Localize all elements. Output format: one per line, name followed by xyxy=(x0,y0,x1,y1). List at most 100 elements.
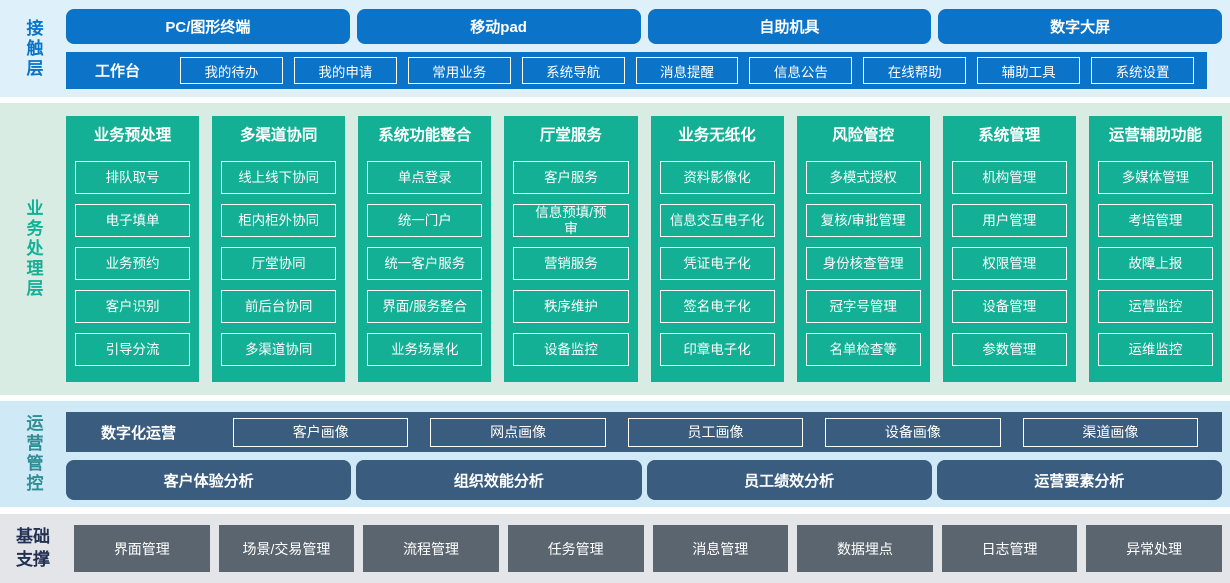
analysis-button-ops-elements[interactable]: 运营要素分析 xyxy=(936,460,1222,500)
module-item[interactable]: 机构管理 xyxy=(951,161,1067,194)
module-item[interactable]: 前后台协同 xyxy=(221,290,337,323)
foundation-item-log-mgmt[interactable]: 日志管理 xyxy=(941,525,1078,572)
module-item[interactable]: 运维监控 xyxy=(1097,333,1213,366)
module-item[interactable]: 用户管理 xyxy=(951,204,1067,237)
contact-layer-band: 接触层 PC/图形终端 移动pad 自助机具 数字大屏 工作台 我的待办 我的申… xyxy=(0,0,1230,97)
module-item[interactable]: 印章电子化 xyxy=(659,333,775,366)
module-item[interactable]: 界面/服务整合 xyxy=(367,290,483,323)
workbench-item-notifications[interactable]: 消息提醒 xyxy=(635,57,739,84)
analysis-button-org-efficiency[interactable]: 组织效能分析 xyxy=(356,460,642,500)
profile-button-branch[interactable]: 网点画像 xyxy=(430,417,606,447)
module-item[interactable]: 签名电子化 xyxy=(659,290,775,323)
foundation-item-scene-transaction-mgmt[interactable]: 场景/交易管理 xyxy=(218,525,355,572)
foundation-item-data-tracking[interactable]: 数据埋点 xyxy=(797,525,933,572)
analysis-row: 客户体验分析 组织效能分析 员工绩效分析 运营要素分析 xyxy=(66,460,1222,500)
workbench-item-tools[interactable]: 辅助工具 xyxy=(977,57,1081,84)
module-item[interactable]: 电子填单 xyxy=(75,204,191,237)
module-item[interactable]: 资料影像化 xyxy=(659,161,775,194)
profile-button-channel[interactable]: 渠道画像 xyxy=(1022,417,1199,447)
workbench-bar: 工作台 我的待办 我的申请 常用业务 系统导航 消息提醒 信息公告 在线帮助 辅… xyxy=(66,52,1207,89)
module-item[interactable]: 复核/审批管理 xyxy=(805,204,921,237)
foundation-layer-band: 基础支撑 界面管理 场景/交易管理 流程管理 任务管理 消息管理 数据埋点 日志… xyxy=(0,514,1230,583)
foundation-layer-rail: 基础支撑 xyxy=(0,514,66,583)
module-item[interactable]: 信息预填/预审 xyxy=(513,204,629,237)
contact-layer-label: 接触层 xyxy=(23,18,43,79)
profile-button-device[interactable]: 设备画像 xyxy=(825,417,1001,447)
module-item[interactable]: 线上线下协同 xyxy=(221,161,337,194)
module-item[interactable]: 排队取号 xyxy=(75,161,191,194)
foundation-items: 界面管理 场景/交易管理 流程管理 任务管理 消息管理 数据埋点 日志管理 异常… xyxy=(66,514,1230,583)
workbench-item-applications[interactable]: 我的申请 xyxy=(293,57,397,84)
foundation-item-message-mgmt[interactable]: 消息管理 xyxy=(652,525,789,572)
module-column-title: 业务预处理 xyxy=(93,127,172,144)
module-item[interactable]: 业务场景化 xyxy=(367,333,483,366)
profile-button-customer[interactable]: 客户画像 xyxy=(233,417,409,447)
module-item[interactable]: 参数管理 xyxy=(951,333,1067,366)
digital-ops-label: 数字化运营 xyxy=(100,424,176,442)
module-item[interactable]: 身份核查管理 xyxy=(805,247,921,280)
module-item[interactable]: 客户服务 xyxy=(513,161,629,194)
operations-content: 数字化运营 客户画像 网点画像 员工画像 设备画像 渠道画像 客户体验分析 组织… xyxy=(66,401,1230,507)
module-column-title: 业务无纸化 xyxy=(678,127,756,144)
module-item[interactable]: 秩序维护 xyxy=(513,290,629,323)
module-item[interactable]: 柜内柜外协同 xyxy=(221,204,337,237)
module-column-risk-control: 风险管控 多模式授权 复核/审批管理 身份核查管理 冠字号管理 名单检查等 xyxy=(796,116,930,382)
operations-layer-label: 运营管控 xyxy=(23,414,43,494)
device-button-pad[interactable]: 移动pad xyxy=(356,9,641,44)
device-button-bigscreen[interactable]: 数字大屏 xyxy=(938,9,1222,44)
foundation-item-process-mgmt[interactable]: 流程管理 xyxy=(363,525,499,572)
module-item[interactable]: 凭证电子化 xyxy=(659,247,775,280)
module-item[interactable]: 单点登录 xyxy=(367,161,483,194)
module-item[interactable]: 业务预约 xyxy=(75,247,191,280)
foundation-item-ui-mgmt[interactable]: 界面管理 xyxy=(74,525,210,572)
profile-button-employee[interactable]: 员工画像 xyxy=(627,417,804,447)
module-item[interactable]: 营销服务 xyxy=(513,247,629,280)
module-item[interactable]: 多模式授权 xyxy=(805,161,921,194)
module-item[interactable]: 设备监控 xyxy=(513,333,629,366)
foundation-layer-label: 基础支撑 xyxy=(16,527,50,569)
workbench-item-todo[interactable]: 我的待办 xyxy=(180,57,283,84)
module-item[interactable]: 名单检查等 xyxy=(805,333,921,366)
device-button-selfservice[interactable]: 自助机具 xyxy=(647,9,932,44)
module-column-title: 厅堂服务 xyxy=(539,127,602,144)
module-item[interactable]: 客户识别 xyxy=(75,290,191,323)
analysis-button-employee-performance[interactable]: 员工绩效分析 xyxy=(646,460,932,500)
module-column-title: 风险管控 xyxy=(832,127,895,144)
module-column-system-mgmt: 系统管理 机构管理 用户管理 权限管理 设备管理 参数管理 xyxy=(942,116,1076,382)
module-item[interactable]: 考培管理 xyxy=(1097,204,1213,237)
module-item[interactable]: 多渠道协同 xyxy=(221,333,337,366)
module-item[interactable]: 运营监控 xyxy=(1097,290,1213,323)
module-column-title: 多渠道协同 xyxy=(239,127,318,144)
module-column-title: 系统管理 xyxy=(978,127,1041,144)
foundation-item-task-mgmt[interactable]: 任务管理 xyxy=(507,525,644,572)
module-item[interactable]: 信息交互电子化 xyxy=(659,204,775,237)
device-button-pc[interactable]: PC/图形终端 xyxy=(66,9,350,44)
module-column-title: 运营辅助功能 xyxy=(1108,127,1202,144)
module-item[interactable]: 权限管理 xyxy=(951,247,1067,280)
business-layer-band: 业务处理层 业务预处理 排队取号 电子填单 业务预约 客户识别 引导分流 多渠道… xyxy=(0,103,1230,395)
module-item[interactable]: 设备管理 xyxy=(951,290,1067,323)
business-layer-label: 业务处理层 xyxy=(23,199,43,299)
workbench-item-online-help[interactable]: 在线帮助 xyxy=(863,57,967,84)
module-column-title: 系统功能整合 xyxy=(378,127,472,144)
module-item[interactable]: 故障上报 xyxy=(1097,247,1213,280)
workbench-item-announcements[interactable]: 信息公告 xyxy=(749,57,853,84)
workbench-item-navigation[interactable]: 系统导航 xyxy=(521,57,625,84)
module-item[interactable]: 多媒体管理 xyxy=(1097,161,1213,194)
module-item[interactable]: 冠字号管理 xyxy=(805,290,921,323)
contact-layer-rail: 接触层 xyxy=(0,0,66,97)
analysis-button-customer-experience[interactable]: 客户体验分析 xyxy=(66,460,352,500)
workbench-item-common-business[interactable]: 常用业务 xyxy=(407,57,511,84)
device-row: PC/图形终端 移动pad 自助机具 数字大屏 xyxy=(66,9,1222,44)
module-item[interactable]: 统一门户 xyxy=(367,204,483,237)
workbench-label: 工作台 xyxy=(94,63,140,80)
module-item[interactable]: 厅堂协同 xyxy=(221,247,337,280)
module-item[interactable]: 引导分流 xyxy=(75,333,191,366)
foundation-item-exception-handling[interactable]: 异常处理 xyxy=(1086,525,1222,572)
business-layer-rail: 业务处理层 xyxy=(0,103,66,395)
operations-layer-rail: 运营管控 xyxy=(0,401,66,507)
workbench-item-settings[interactable]: 系统设置 xyxy=(1091,57,1195,84)
module-column-paperless: 业务无纸化 资料影像化 信息交互电子化 凭证电子化 签名电子化 印章电子化 xyxy=(650,116,784,382)
module-item[interactable]: 统一客户服务 xyxy=(367,247,483,280)
